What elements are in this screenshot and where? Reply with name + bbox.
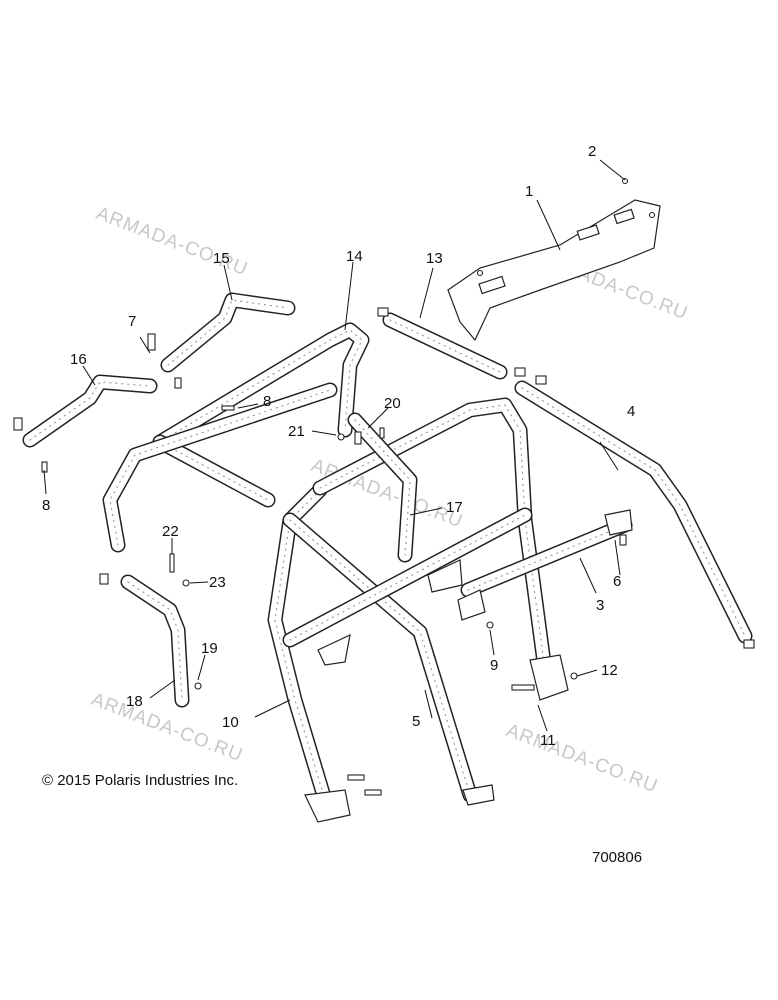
callout-10: 10 <box>222 714 239 731</box>
tube-15 <box>160 292 296 373</box>
callout-18: 18 <box>126 693 143 710</box>
callout-21: 21 <box>288 423 305 440</box>
callout-8-bottom: 8 <box>42 497 50 514</box>
callout-23: 23 <box>209 574 226 591</box>
leader-lines <box>43 159 626 732</box>
tube-14 <box>102 322 370 553</box>
watermark-1: ARMADA-CO.RU <box>93 203 251 280</box>
callout-2: 2 <box>588 143 596 160</box>
callout-7: 7 <box>128 313 136 330</box>
callout-5: 5 <box>412 713 420 730</box>
callout-19: 19 <box>201 640 218 657</box>
watermark-3: ARMADA-CO.RU <box>308 455 466 532</box>
callout-11: 11 <box>540 732 556 749</box>
copyright-notice: © 2015 Polaris Industries Inc. <box>42 772 238 789</box>
callout-15: 15 <box>213 250 230 267</box>
callout-17: 17 <box>446 499 463 516</box>
callout-1: 1 <box>525 183 533 200</box>
diagram-part-number: 700806 <box>592 849 642 866</box>
tube-13 <box>377 307 526 380</box>
callout-6: 6 <box>613 573 621 590</box>
fasteners <box>169 405 627 796</box>
callout-22: 22 <box>162 523 179 540</box>
watermarks: ARMADA-CO.RU ARMADA-CO.RU ARMADA-CO.RU A… <box>88 203 691 797</box>
main-frame <box>267 397 633 823</box>
roof-panel <box>447 177 661 342</box>
callout-13: 13 <box>426 250 443 267</box>
callout-8-top: 8 <box>263 393 271 410</box>
callout-14: 14 <box>346 248 363 265</box>
callout-20: 20 <box>384 395 401 412</box>
callout-3: 3 <box>596 597 604 614</box>
callout-labels: 1 2 3 4 5 6 7 8 8 9 10 11 12 13 14 15 16… <box>42 143 635 749</box>
callout-16: 16 <box>70 351 87 368</box>
tube-16 <box>13 333 182 473</box>
callout-9: 9 <box>490 657 498 674</box>
callout-4: 4 <box>627 403 635 420</box>
callout-12: 12 <box>601 662 618 679</box>
watermark-5: ARMADA-CO.RU <box>503 720 661 797</box>
tube-4 <box>514 375 755 649</box>
tube-18 <box>99 573 190 708</box>
